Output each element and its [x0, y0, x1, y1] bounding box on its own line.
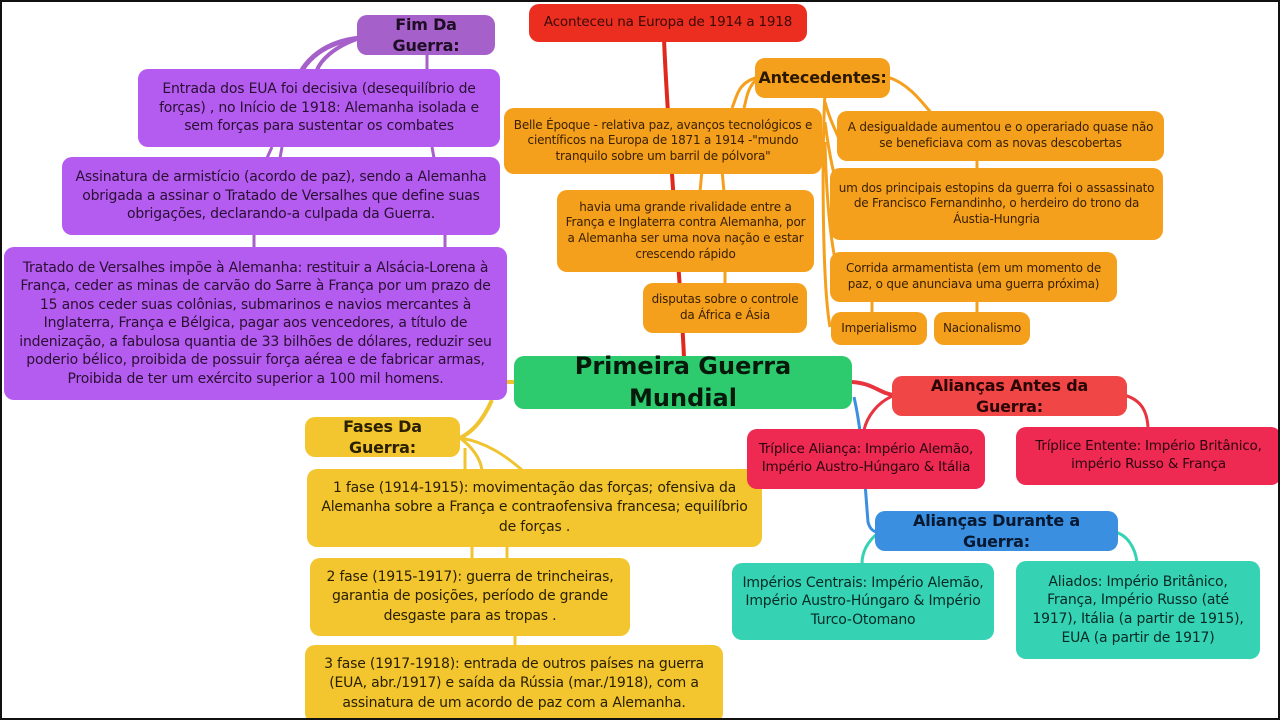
antecedente-rivalidade[interactable]: havia uma grande rivalidade entre a Fran…	[557, 190, 814, 272]
fim-item-1[interactable]: Entrada dos EUA foi decisiva (desequilíb…	[138, 69, 500, 147]
node-text: Assinatura de armistício (acordo de paz)…	[75, 169, 487, 223]
node-text: 3 fase (1917-1918): entrada de outros pa…	[324, 656, 704, 711]
node-text: Impérios Centrais: Império Alemão, Impér…	[742, 574, 984, 628]
antecedente-estopim[interactable]: um dos principais estopins da guerra foi…	[830, 168, 1163, 240]
node-text: 2 fase (1915-1917): guerra de trincheira…	[326, 569, 614, 624]
branch-title: Alianças Durante a Guerra:	[913, 510, 1080, 551]
antecedente-belle-epoque[interactable]: Belle Époque - relativa paz, avanços tec…	[504, 108, 822, 174]
alianca-imperios-centrais[interactable]: Impérios Centrais: Império Alemão, Impér…	[732, 563, 994, 640]
node-text: Belle Époque - relativa paz, avanços tec…	[513, 117, 813, 163]
node-text: Corrida armamentista (em um momento de p…	[845, 261, 1102, 291]
branch-title: Fases Da Guerra:	[343, 416, 422, 457]
antecedente-nacionalismo[interactable]: Nacionalismo	[934, 312, 1030, 345]
branch-title: Antecedentes:	[758, 68, 887, 88]
fase-2[interactable]: 2 fase (1915-1917): guerra de trincheira…	[310, 558, 630, 636]
node-text: Entrada dos EUA foi decisiva (desequilíb…	[159, 81, 479, 135]
top-node-period[interactable]: Aconteceu na Europa de 1914 a 1918	[529, 4, 807, 42]
antecedente-imperialismo[interactable]: Imperialismo	[831, 312, 927, 345]
node-text: Tríplice Entente: Império Britânico, imp…	[1035, 438, 1262, 472]
branch-fim-da-guerra[interactable]: Fim Da Guerra:	[357, 15, 495, 55]
fim-item-3[interactable]: Tratado de Versalhes impõe à Alemanha: r…	[4, 247, 507, 400]
node-text: disputas sobre o controle da África e Ás…	[651, 292, 799, 322]
alianca-triplice-alianca[interactable]: Tríplice Aliança: Império Alemão, Impéri…	[747, 429, 985, 489]
top-node-label: Aconteceu na Europa de 1914 a 1918	[543, 14, 793, 31]
node-text: um dos principais estopins da guerra foi…	[838, 180, 1155, 226]
branch-aliancas-antes[interactable]: Alianças Antes da Guerra:	[892, 376, 1127, 416]
fim-item-2[interactable]: Assinatura de armistício (acordo de paz)…	[62, 157, 500, 235]
alianca-aliados[interactable]: Aliados: Império Britânico, França, Impé…	[1016, 561, 1260, 659]
fase-1[interactable]: 1 fase (1914-1915): movimentação das for…	[307, 469, 762, 547]
branch-title: Fim Da Guerra:	[392, 14, 460, 55]
antecedente-desigualdade[interactable]: A desigualdade aumentou e o operariado q…	[837, 111, 1164, 161]
antecedente-corrida-armamentista[interactable]: Corrida armamentista (em um momento de p…	[830, 252, 1117, 302]
node-text: Nacionalismo	[942, 320, 1022, 335]
node-text: Imperialismo	[841, 320, 917, 335]
central-node[interactable]: Primeira Guerra Mundial	[514, 352, 852, 412]
branch-antecedentes[interactable]: Antecedentes:	[755, 58, 890, 98]
node-text: 1 fase (1914-1915): movimentação das for…	[321, 480, 748, 535]
fase-3[interactable]: 3 fase (1917-1918): entrada de outros pa…	[305, 645, 723, 718]
node-text: havia uma grande rivalidade entre a Fran…	[565, 199, 806, 261]
node-text: Tratado de Versalhes impõe à Alemanha: r…	[19, 259, 492, 387]
node-text: Aliados: Império Britânico, França, Impé…	[1032, 573, 1244, 646]
branch-title: Alianças Antes da Guerra:	[930, 375, 1089, 416]
central-title: Primeira Guerra Mundial	[574, 351, 792, 412]
antecedente-disputas[interactable]: disputas sobre o controle da África e Ás…	[643, 283, 807, 333]
node-text: A desigualdade aumentou e o operariado q…	[847, 120, 1154, 150]
alianca-triplice-entente[interactable]: Tríplice Entente: Império Britânico, imp…	[1016, 427, 1278, 485]
node-text: Tríplice Aliança: Império Alemão, Impéri…	[758, 441, 974, 475]
branch-aliancas-durante[interactable]: Alianças Durante a Guerra:	[875, 511, 1118, 551]
branch-fases-da-guerra[interactable]: Fases Da Guerra:	[305, 417, 460, 457]
